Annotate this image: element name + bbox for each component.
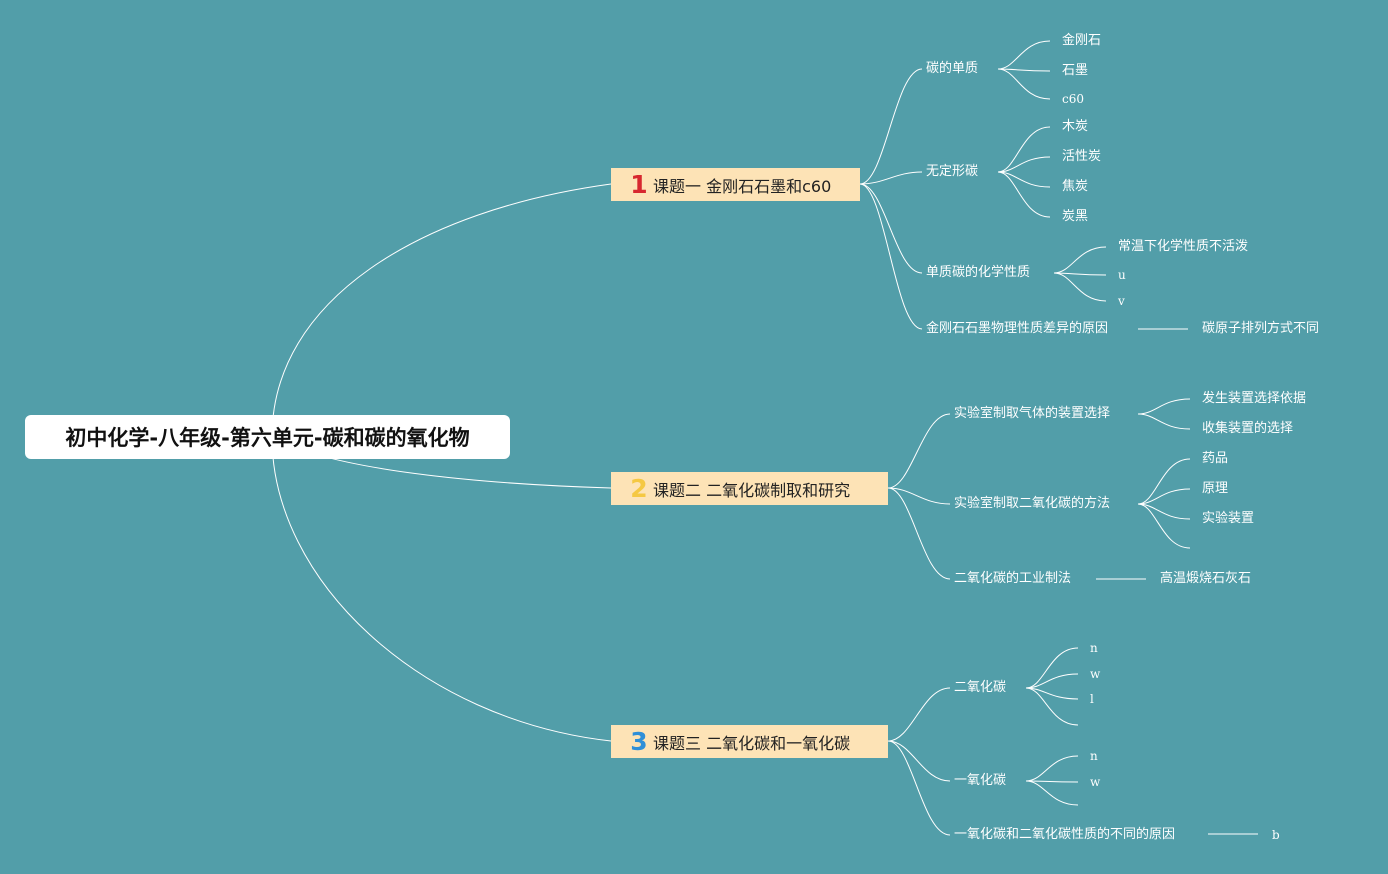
link-topic1-sub-3 — [859, 183, 923, 330]
leaf-co2-n[interactable]: n — [1090, 641, 1098, 655]
subtopic-physical-difference-reason[interactable]: 金刚石石墨物理性质差异的原因 — [926, 321, 1109, 336]
subtopic-co2[interactable]: 二氧化碳 — [954, 680, 1007, 695]
link-sub3-1-leaf-0 — [1025, 755, 1079, 782]
topic-3[interactable]: 3 课题三 二氧化碳和一氧化碳 — [611, 725, 888, 758]
leaf-reagents[interactable]: 药品 — [1202, 451, 1229, 466]
topic-3-label: 课题三 二氧化碳和一氧化碳 — [653, 733, 851, 753]
leaf-apparatus[interactable]: 实验装置 — [1202, 511, 1255, 526]
topic-1-label: 课题一 金刚石石墨和c60 — [653, 176, 832, 196]
leaf-atom-arrangement[interactable]: 碳原子排列方式不同 — [1202, 321, 1320, 336]
leaf-co2-w[interactable]: w — [1090, 667, 1101, 681]
subtopic-carbon-elements[interactable]: 碳的单质 — [926, 61, 979, 76]
link-topic2-sub-2 — [887, 487, 951, 580]
root-topic[interactable]: 初中化学-八年级-第六单元-碳和碳的氧化物 — [25, 415, 510, 459]
link-topic3-sub-0 — [887, 687, 951, 742]
link-sub2-1-leaf-3 — [1137, 503, 1191, 549]
leaf-generator-basis[interactable]: 发生装置选择依据 — [1202, 391, 1307, 406]
link-sub2-1-leaf-0 — [1137, 458, 1191, 505]
topic-1[interactable]: 1 课题一 金刚石石墨和c60 — [611, 168, 860, 201]
link-sub1-1-leaf-2 — [997, 171, 1051, 188]
leaf-co-n[interactable]: n — [1090, 749, 1098, 763]
topic-2-label: 课题二 二氧化碳制取和研究 — [653, 480, 851, 500]
subtopic-co-co2-difference-reason[interactable]: 一氧化碳和二氧化碳性质的不同的原因 — [954, 827, 1176, 842]
link-sub3-1-leaf-2 — [1025, 780, 1079, 806]
link-sub3-0-leaf-1 — [1025, 673, 1079, 689]
leaf-u[interactable]: u — [1118, 268, 1126, 282]
leaf-c60[interactable]: c60 — [1062, 92, 1084, 106]
link-sub1-1-leaf-3 — [997, 171, 1051, 218]
subtopic-gas-apparatus-selection[interactable]: 实验室制取气体的装置选择 — [954, 406, 1111, 421]
number-1-badge-icon: 1 — [630, 170, 648, 199]
number-2-badge-icon: 2 — [630, 474, 648, 503]
leaf-stable-at-room-temp[interactable]: 常温下化学性质不活泼 — [1118, 239, 1249, 254]
link-sub3-1-leaf-1 — [1025, 780, 1079, 783]
subtopic-carbon-chemical-properties[interactable]: 单质碳的化学性质 — [926, 265, 1031, 280]
leaf-co2-l[interactable]: l — [1090, 692, 1094, 706]
link-topic1-sub-2 — [859, 183, 923, 274]
subtopic-co2-lab-method[interactable]: 实验室制取二氧化碳的方法 — [954, 496, 1111, 511]
number-3-badge-icon: 3 — [630, 727, 648, 756]
link-sub2-1-leaf-1 — [1137, 488, 1191, 505]
link-sub1-2-leaf-0 — [1053, 246, 1107, 274]
link-sub3-0-leaf-0 — [1025, 647, 1079, 689]
subtopic-co[interactable]: 一氧化碳 — [954, 773, 1007, 788]
topic-2[interactable]: 2 课题二 二氧化碳制取和研究 — [611, 472, 888, 505]
link-topic3-sub-1 — [887, 740, 951, 782]
leaf-v[interactable]: v — [1118, 294, 1125, 308]
leaf-coke[interactable]: 焦炭 — [1062, 179, 1089, 194]
leaf-collector-selection[interactable]: 收集装置的选择 — [1202, 421, 1294, 436]
leaf-activated-carbon[interactable]: 活性炭 — [1062, 149, 1102, 164]
link-sub2-0-leaf-1 — [1137, 413, 1191, 430]
link-root-topic-1 — [271, 183, 612, 438]
leaf-carbon-black[interactable]: 炭黑 — [1062, 209, 1089, 224]
subtopic-co2-industrial[interactable]: 二氧化碳的工业制法 — [954, 571, 1072, 586]
subtopic-amorphous-carbon[interactable]: 无定形碳 — [926, 164, 979, 179]
link-sub1-2-leaf-2 — [1053, 272, 1107, 302]
link-sub3-0-leaf-2 — [1025, 687, 1079, 700]
root-title: 初中化学-八年级-第六单元-碳和碳的氧化物 — [65, 426, 470, 450]
link-sub1-0-leaf-2 — [997, 68, 1051, 100]
link-sub1-0-leaf-0 — [997, 40, 1051, 70]
link-sub3-0-leaf-3 — [1025, 687, 1079, 726]
link-topic1-sub-0 — [859, 68, 923, 185]
link-topic1-sub-1 — [859, 171, 923, 185]
link-topic2-sub-0 — [887, 413, 951, 489]
link-sub1-1-leaf-0 — [997, 126, 1051, 173]
link-sub2-0-leaf-0 — [1137, 398, 1191, 415]
leaf-co-w[interactable]: w — [1090, 775, 1101, 789]
leaf-principle[interactable]: 原理 — [1202, 481, 1229, 496]
leaf-diamond[interactable]: 金刚石 — [1062, 33, 1102, 48]
link-topic3-sub-2 — [887, 740, 951, 836]
leaf-charcoal[interactable]: 木炭 — [1062, 119, 1089, 134]
leaf-calcining-limestone[interactable]: 高温煅烧石灰石 — [1160, 571, 1252, 586]
link-sub2-1-leaf-2 — [1137, 503, 1191, 520]
leaf-graphite[interactable]: 石墨 — [1062, 63, 1089, 78]
leaf-b[interactable]: b — [1272, 828, 1280, 842]
link-topic2-sub-1 — [887, 487, 951, 505]
link-root-topic-3 — [271, 436, 612, 742]
link-sub1-1-leaf-1 — [997, 156, 1051, 173]
link-sub1-0-leaf-1 — [997, 68, 1051, 72]
